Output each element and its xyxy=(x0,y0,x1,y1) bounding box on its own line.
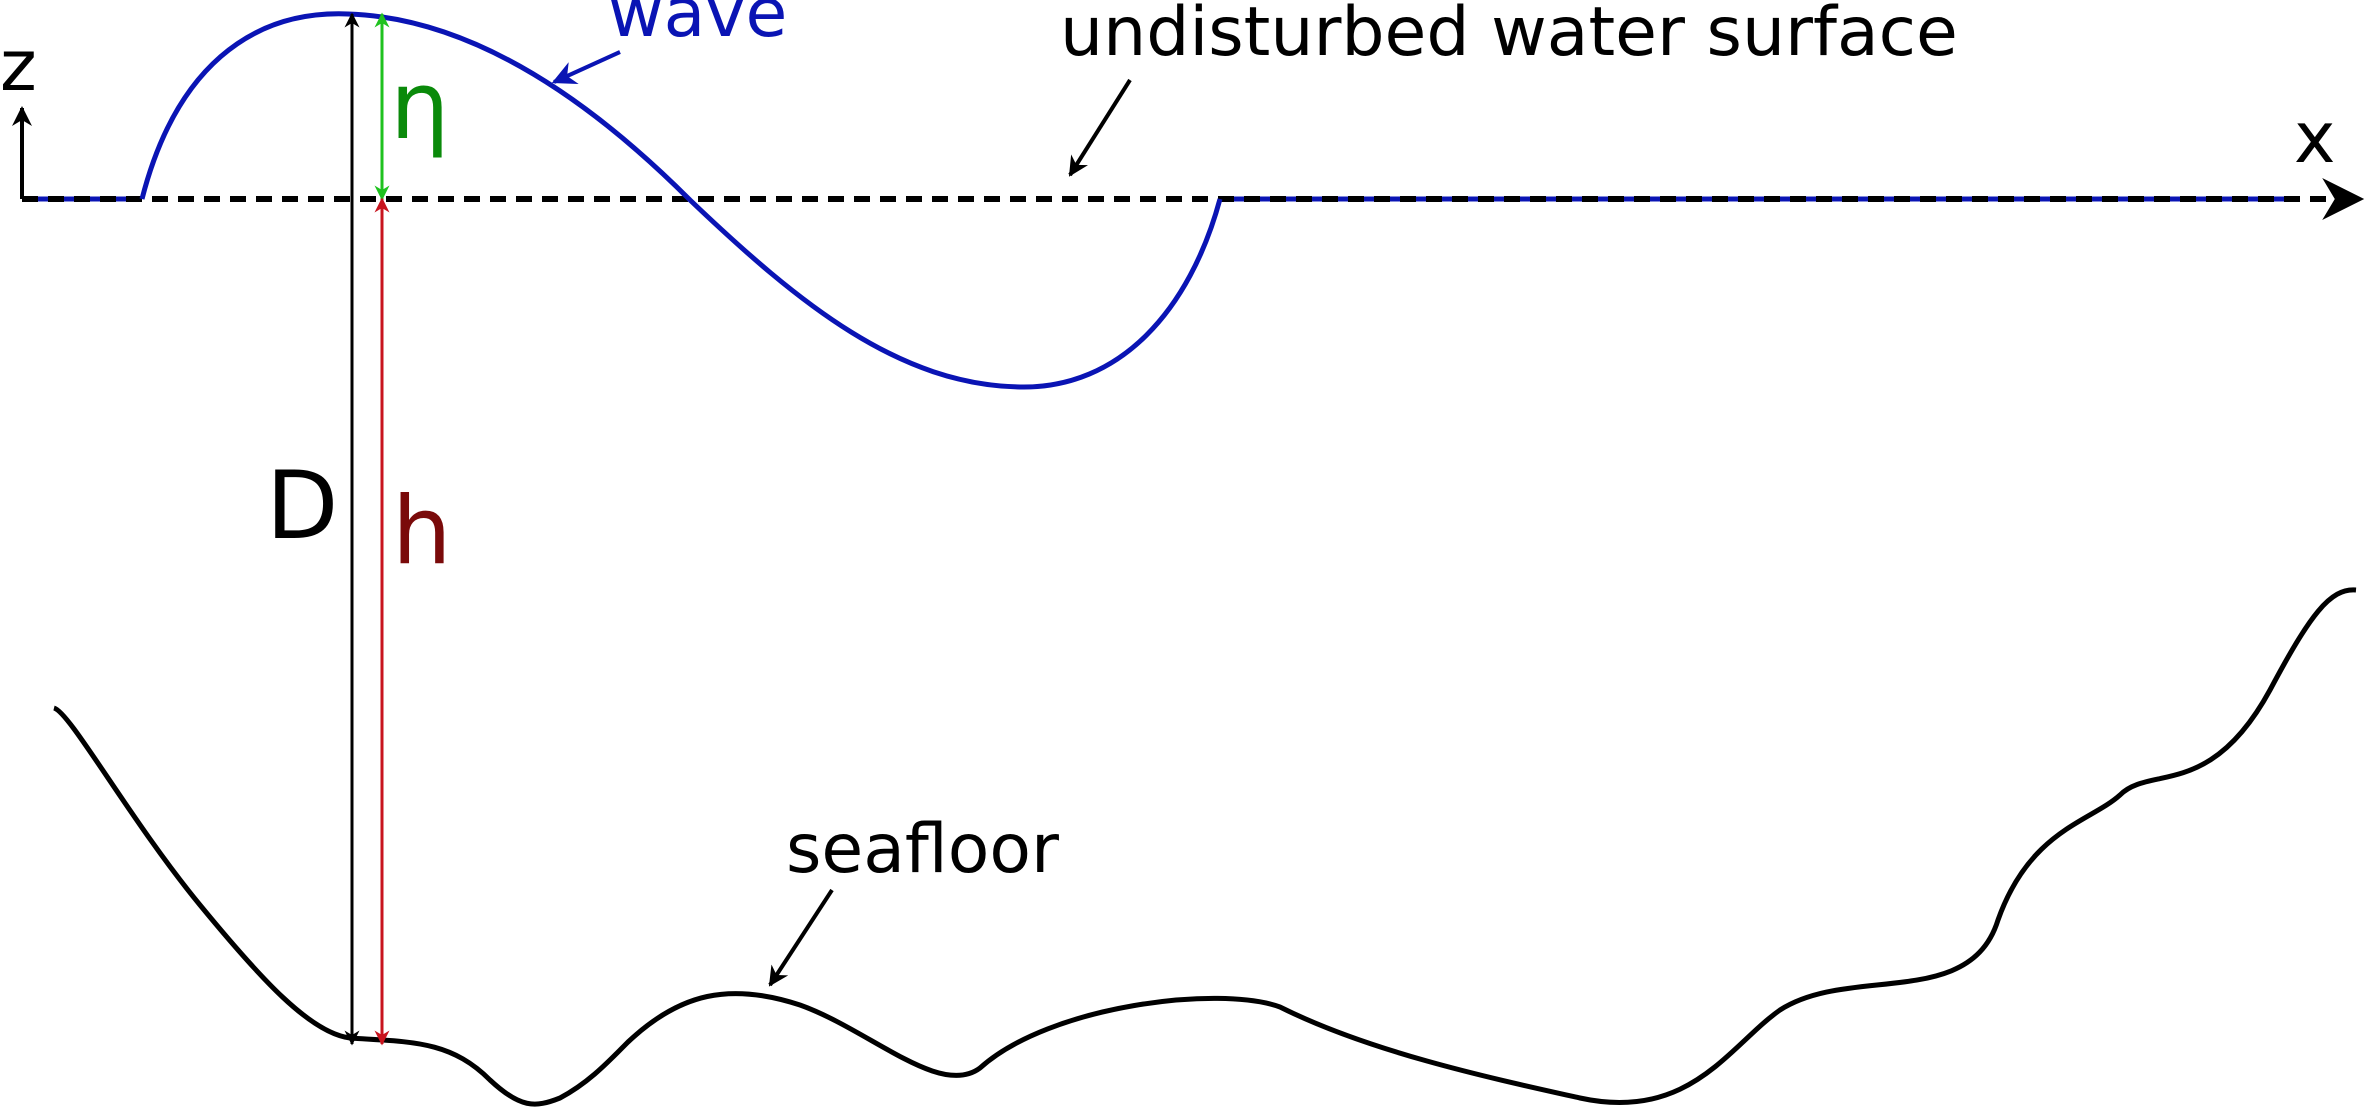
wave-curve xyxy=(139,11,1223,390)
wave-pointer-arrow xyxy=(551,50,621,84)
eta-label: η xyxy=(390,52,450,161)
h-label: h xyxy=(392,477,452,586)
wave-label: wave xyxy=(608,0,787,53)
x-axis-label: x xyxy=(2294,97,2335,179)
seafloor-label: seafloor xyxy=(786,810,1059,889)
d-label: D xyxy=(266,452,338,561)
seafloor-pointer-arrow xyxy=(768,888,834,987)
z-axis-label: z xyxy=(0,25,37,107)
undisturbed-pointer-arrow xyxy=(1068,78,1132,177)
undisturbed-surface-label: undisturbed water surface xyxy=(1060,0,1958,72)
seafloor-curve xyxy=(52,587,2357,1107)
